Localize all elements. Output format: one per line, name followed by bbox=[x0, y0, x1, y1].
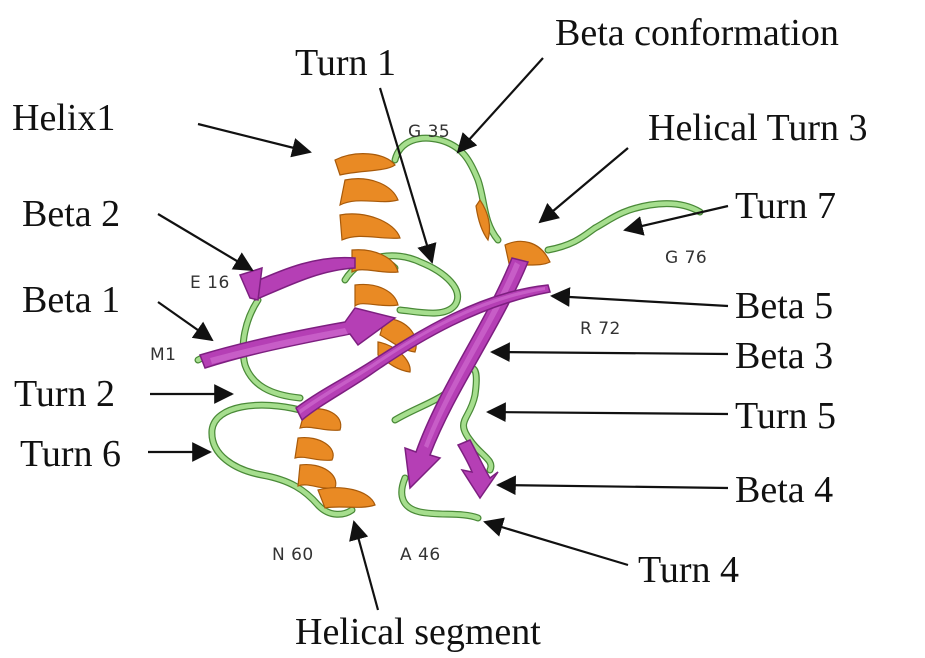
beta-3-highlight bbox=[424, 262, 520, 448]
label-beta-1: Beta 1 bbox=[22, 279, 120, 321]
residue-g35: G 35 bbox=[408, 122, 450, 142]
helical-segment-c bbox=[298, 465, 336, 489]
arrow-beta-5 bbox=[552, 296, 728, 306]
label-helical-turn-3: Helical Turn 3 bbox=[648, 107, 868, 149]
arrow-beta-3 bbox=[492, 352, 728, 354]
arrow-helical-segment bbox=[354, 522, 378, 610]
label-beta-conformation: Beta conformation bbox=[555, 12, 839, 54]
beta-2-head bbox=[240, 268, 262, 300]
arrow-beta-4 bbox=[498, 485, 728, 488]
residue-labels: G 35 E 16 G 76 M1 R 72 N 60 A 46 bbox=[150, 122, 707, 565]
protein-structure bbox=[198, 138, 700, 518]
residue-a46: A 46 bbox=[400, 545, 441, 565]
arrow-turn-4 bbox=[485, 522, 628, 565]
residue-g76: G 76 bbox=[665, 248, 707, 268]
label-helical-segment: Helical segment bbox=[295, 611, 541, 653]
helix-1-turn-b bbox=[340, 179, 398, 205]
arrow-helical-turn-3 bbox=[540, 148, 628, 222]
coil-segments bbox=[198, 138, 700, 518]
residue-n60: N 60 bbox=[272, 545, 314, 565]
label-beta-3: Beta 3 bbox=[735, 335, 833, 377]
residue-e16: E 16 bbox=[190, 273, 230, 293]
label-beta-2: Beta 2 bbox=[22, 193, 120, 235]
arrow-turn-5 bbox=[488, 412, 728, 414]
label-beta-5: Beta 5 bbox=[735, 285, 833, 327]
helical-segment-d bbox=[318, 488, 375, 508]
label-beta-4: Beta 4 bbox=[735, 469, 833, 511]
label-turn-1: Turn 1 bbox=[295, 42, 396, 84]
arrow-beta-1 bbox=[158, 302, 212, 340]
label-turn-2: Turn 2 bbox=[14, 373, 115, 415]
beta-2-strand bbox=[248, 258, 355, 300]
arrow-beta-conformation bbox=[458, 58, 543, 152]
label-turn-6: Turn 6 bbox=[20, 433, 121, 475]
turn-7-coil-inner bbox=[548, 204, 700, 250]
helix-1-turn-e bbox=[355, 284, 398, 306]
helical-segment-b bbox=[295, 438, 333, 461]
residue-r72: R 72 bbox=[580, 319, 621, 339]
residue-m1: M1 bbox=[150, 345, 176, 365]
label-helix1: Helix1 bbox=[12, 97, 115, 139]
arrow-beta-2 bbox=[158, 214, 252, 270]
helix-1-turn-c bbox=[340, 214, 400, 240]
label-turn-7: Turn 7 bbox=[735, 185, 836, 227]
label-turn-4: Turn 4 bbox=[638, 549, 739, 591]
label-turn-5: Turn 5 bbox=[735, 395, 836, 437]
arrow-helix1 bbox=[198, 124, 310, 152]
helix-1-turn-a bbox=[335, 154, 395, 175]
